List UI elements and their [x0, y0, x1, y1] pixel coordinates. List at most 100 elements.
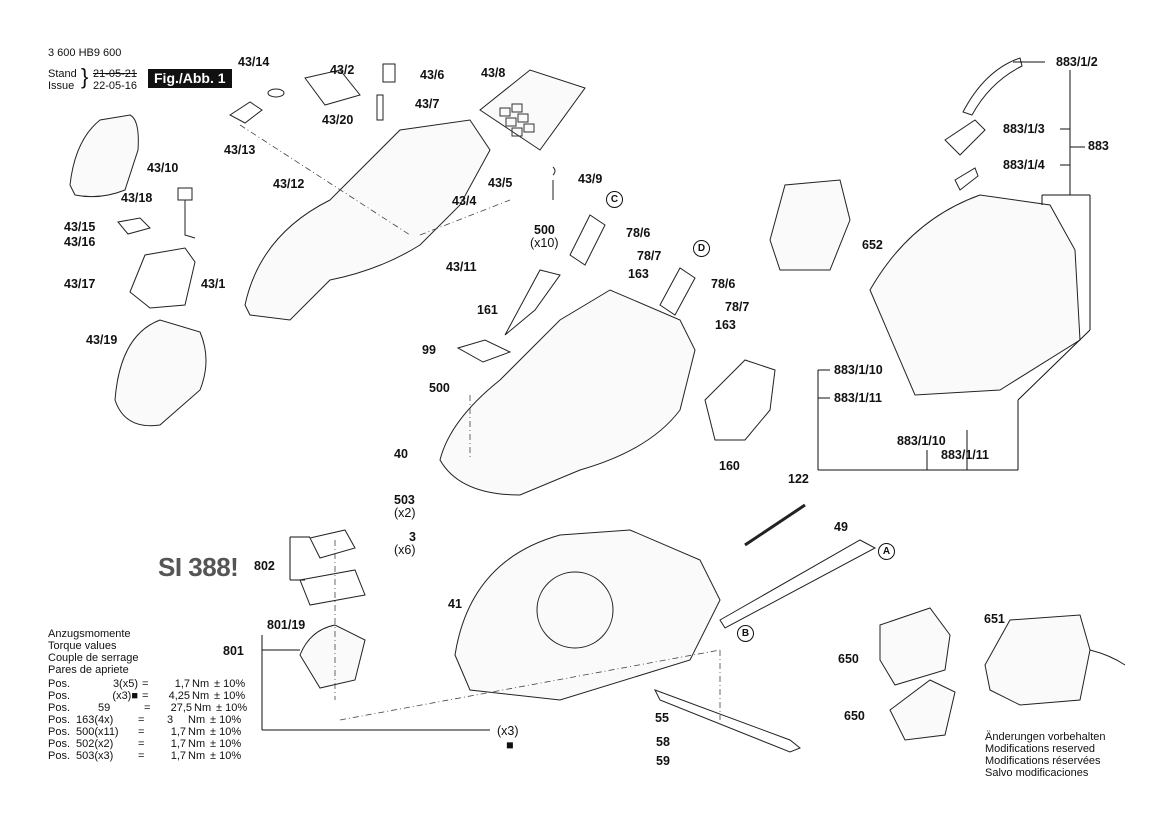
torque-title-fr: Couple de serrage — [48, 652, 139, 664]
label-650-a: 650 — [838, 652, 859, 666]
torque-tolerance: ± 10% — [210, 750, 242, 762]
part-801-motor — [299, 624, 366, 689]
issue-label: Issue — [48, 80, 75, 92]
part-883-grassbox — [869, 194, 1081, 396]
label-43-5: 43/5 — [488, 176, 513, 190]
label-43-7: 43/7 — [415, 97, 440, 111]
part-43-1-housing — [244, 119, 491, 321]
new-date: 22-05-16 — [93, 80, 138, 92]
label-883-1-10-b: 883/1/10 — [897, 434, 946, 448]
torque-title-de: Anzugsmomente — [48, 628, 131, 640]
label-43-4: 43/4 — [452, 194, 477, 208]
stand-label: Stand — [48, 68, 77, 80]
label-43-13: 43/13 — [224, 143, 256, 157]
torque-unit: Nm — [188, 738, 206, 750]
torque-value: 3 — [166, 714, 174, 726]
torque-pos: Pos. — [48, 690, 71, 702]
torque-pos: Pos. — [48, 678, 71, 690]
label-49: 49 — [834, 520, 848, 534]
label-58: 58 — [656, 735, 670, 749]
torque-eq: = — [142, 690, 149, 702]
torque-eq: = — [144, 702, 151, 714]
part-651-charger — [984, 614, 1091, 706]
label-78-7-d: 78/7 — [725, 300, 750, 314]
document-number: 3 600 HB9 600 — [48, 47, 122, 59]
part-55-blade — [653, 689, 801, 753]
torque-unit: Nm — [188, 726, 206, 738]
modifications-notice: Änderungen vorbehalten Modifications res… — [985, 731, 1105, 779]
label-43-18: 43/18 — [121, 191, 153, 205]
torque-eq: = — [138, 750, 145, 762]
part-43-10-cover — [69, 114, 139, 198]
torque-tolerance: ± 10% — [210, 726, 242, 738]
torque-tolerance: ± 10% — [210, 714, 242, 726]
torque-tolerance: ± 10% — [210, 738, 242, 750]
label-78-6-d: 78/6 — [711, 277, 736, 291]
label-40: 40 — [394, 447, 408, 461]
figure-badge: Fig./Abb. 1 — [148, 69, 232, 88]
label-99: 99 — [422, 343, 436, 357]
label-503-qty: (x2) — [394, 506, 416, 520]
part-43-17-housing — [129, 247, 196, 309]
torque-row: Pos. 500(x11) = 1,7 Nm ± 10% — [48, 726, 247, 738]
torque-value: 1,7 — [170, 726, 186, 738]
torque-value: 1,7 — [170, 738, 186, 750]
label-122: 122 — [788, 472, 809, 486]
label-802: 802 — [254, 559, 275, 573]
modifications-en: Modifications reserved — [985, 743, 1096, 755]
part-43-8-cover — [479, 69, 586, 151]
torque-item: 503(x3) — [76, 750, 114, 762]
label-3: 3 — [409, 530, 416, 544]
torque-eq: = — [138, 738, 145, 750]
brace: } — [81, 64, 89, 89]
label-161: 161 — [477, 303, 498, 317]
torque-row: Pos. 3(x5) = 1,7 Nm ± 10% — [48, 678, 247, 690]
label-43-17: 43/17 — [64, 277, 96, 291]
label-163-d: 163 — [715, 318, 736, 332]
part-883-1-3 — [944, 119, 986, 156]
torque-unit: Nm — [192, 690, 210, 702]
torque-unit: Nm — [192, 678, 210, 690]
label-43-9: 43/9 — [578, 172, 603, 186]
label-43-8: 43/8 — [481, 66, 506, 80]
torque-tolerance: ± 10% — [214, 678, 246, 690]
label-650-b: 650 — [844, 709, 865, 723]
callout-a: A — [878, 543, 895, 560]
torque-tolerance: ± 10% — [216, 702, 248, 714]
part-43-7-spring — [376, 94, 384, 121]
label-43-10: 43/10 — [147, 161, 179, 175]
torque-eq: = — [138, 726, 145, 738]
label-78-6-c: 78/6 — [626, 226, 651, 240]
label-55: 55 — [655, 711, 669, 725]
label-883-1-11-a: 883/1/11 — [834, 391, 882, 405]
label-500: 500 — [534, 223, 555, 237]
label-883-1-11-b: 883/1/11 — [941, 448, 989, 462]
part-883-1-4 — [954, 167, 979, 191]
label-59: 59 — [656, 754, 670, 768]
label-801: 801 — [223, 644, 244, 658]
label-883-1-3: 883/1/3 — [1003, 122, 1045, 136]
part-43-8-keypad — [499, 103, 535, 137]
old-date: 21-05-21 — [93, 68, 138, 80]
part-40-chassis — [439, 289, 696, 496]
torque-pos: Pos. — [48, 702, 71, 714]
part-78-6-clip-c — [569, 214, 606, 266]
part-99-block — [456, 339, 512, 363]
label-883-1-10-a: 883/1/10 — [834, 363, 883, 377]
torque-pos: Pos. — [48, 726, 71, 738]
part-650-battery-2 — [889, 679, 956, 741]
label-3-qty: (x6) — [394, 543, 416, 557]
part-43-6-lever — [382, 63, 396, 83]
part-49-axle — [719, 539, 877, 629]
part-650-battery-1 — [879, 607, 951, 686]
torque-item: 500(x11) — [76, 726, 119, 738]
part-652-handle — [769, 179, 851, 271]
label-43-15: 43/15 — [64, 220, 96, 234]
modifications-fr: Modifications réservées — [985, 755, 1101, 767]
torque-unit: Nm — [188, 750, 206, 762]
torque-pos: Pos. — [48, 714, 71, 726]
label-500-b: 500 — [429, 381, 450, 395]
torque-title-es: Pares de apriete — [48, 664, 129, 676]
torque-row: Pos. 503(x3) = 1,7 Nm ± 10% — [48, 750, 247, 762]
